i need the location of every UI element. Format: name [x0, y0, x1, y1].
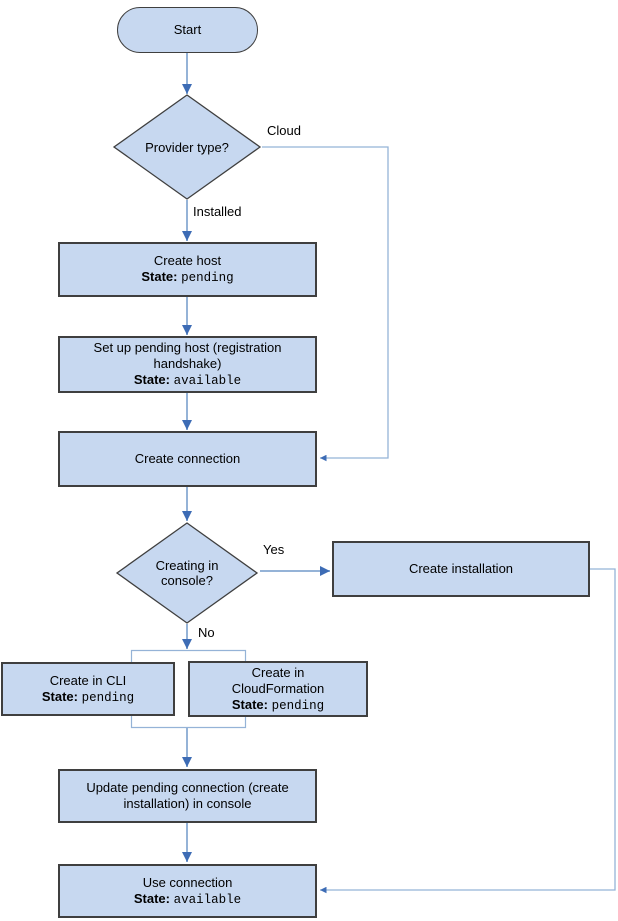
creating-in-console-decision: Creating in console?: [115, 522, 259, 624]
create-in-cli-state: State: pending: [41, 688, 135, 705]
setup-pending-host-title: Set up pending host (registration handsh…: [93, 340, 282, 371]
create-installation-box: Create installation: [332, 541, 590, 597]
creating-in-console-label: Creating in console?: [155, 558, 219, 588]
update-pending-connection-label: Update pending connection (create instal…: [86, 780, 289, 811]
create-host-state: State: pending: [141, 269, 234, 285]
create-connection-box: Create connection: [58, 431, 317, 487]
update-pending-connection-box: Update pending connection (create instal…: [58, 769, 317, 823]
create-in-cli-box: Create in CLI State: pending: [1, 662, 175, 716]
start-label: Start: [173, 22, 202, 37]
yes-edge-label: Yes: [263, 542, 285, 557]
create-in-cloudformation-state: State: pending: [231, 696, 325, 713]
edge-cloud-to-create-connection: [262, 146, 389, 462]
setup-pending-host-state: State: available: [133, 372, 242, 388]
provider-type-decision: Provider type?: [112, 94, 262, 200]
use-connection-title: Use connection: [142, 874, 233, 890]
no-edge-label: No: [198, 625, 215, 640]
create-installation-label: Create installation: [408, 561, 514, 576]
create-host-box: Create host State: pending: [58, 242, 317, 297]
create-in-cloudformation-box: Create in CloudFormation State: pending: [188, 661, 368, 717]
creating-in-console-diamond-shape: [115, 522, 259, 624]
installed-edge-label: Installed: [193, 204, 242, 219]
setup-pending-host-box: Set up pending host (registration handsh…: [58, 336, 317, 393]
create-host-title: Create host: [153, 253, 222, 268]
create-in-cloudformation-title: Create in CloudFormation: [231, 664, 325, 696]
start-node: Start: [117, 7, 258, 53]
use-connection-box: Use connection State: available: [58, 864, 317, 918]
edge-installation-to-use-connection: [320, 568, 616, 894]
provider-type-label: Provider type?: [145, 139, 229, 155]
use-connection-state: State: available: [133, 890, 242, 907]
create-connection-label: Create connection: [134, 451, 241, 466]
provider-type-diamond-shape: [112, 94, 262, 200]
create-in-cli-title: Create in CLI: [49, 672, 127, 688]
cloud-edge-label: Cloud: [267, 123, 301, 138]
